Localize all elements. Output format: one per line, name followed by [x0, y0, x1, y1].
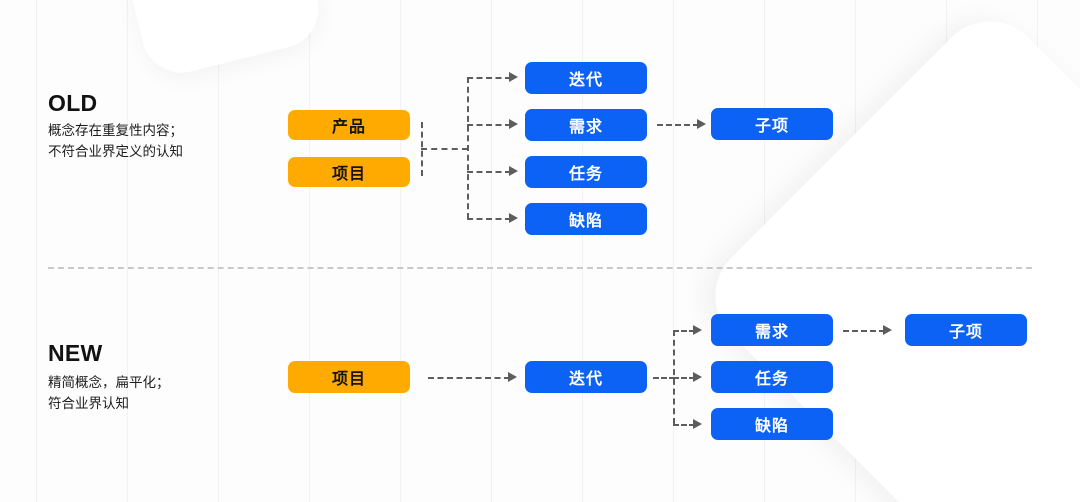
old-node-requirement[interactable]: 需求: [525, 109, 647, 141]
new-connector-iteration-stub: [653, 377, 675, 379]
old-connector-to-defect: [467, 218, 511, 220]
new-section-description: 精简概念，扁平化； 符合业界认知: [48, 375, 170, 411]
old-section-description: 概念存在重复性内容； 不符合业界定义的认知: [48, 123, 183, 159]
new-node-requirement[interactable]: 需求: [711, 314, 833, 346]
section-divider: [48, 267, 1032, 269]
new-arrowhead-to-defect: [693, 418, 702, 429]
old-arrowhead-to-task: [509, 165, 518, 176]
old-arrowhead-to-defect: [509, 212, 518, 223]
old-arrowhead-to-iteration: [509, 71, 518, 82]
new-connector-project-to-iteration: [428, 377, 510, 379]
new-node-iteration[interactable]: 迭代: [525, 361, 647, 393]
old-connector-to-requirement: [467, 124, 511, 126]
new-connector-to-requirement: [673, 330, 695, 332]
old-node-defect[interactable]: 缺陷: [525, 203, 647, 235]
old-node-iteration[interactable]: 迭代: [525, 62, 647, 94]
new-node-subitem[interactable]: 子项: [905, 314, 1027, 346]
old-connector-to-iteration: [467, 77, 511, 79]
old-node-project[interactable]: 项目: [288, 157, 410, 187]
new-node-project[interactable]: 项目: [288, 361, 410, 393]
new-section-heading: NEW: [48, 340, 103, 366]
old-node-product[interactable]: 产品: [288, 110, 410, 140]
old-section-heading: OLD: [48, 90, 98, 116]
new-arrowhead-to-requirement: [693, 324, 702, 335]
old-connector-requirement-to-subitem: [657, 124, 699, 126]
new-arrowhead-to-task: [693, 371, 702, 382]
old-connector-source-trunk: [421, 148, 468, 150]
old-connector-to-task: [467, 171, 511, 173]
decorative-rounded-shape: [108, 0, 328, 82]
old-node-subitem[interactable]: 子项: [711, 108, 833, 140]
new-arrowhead-to-subitem: [883, 324, 892, 335]
new-node-defect[interactable]: 缺陷: [711, 408, 833, 440]
old-node-task[interactable]: 任务: [525, 156, 647, 188]
old-arrowhead-to-requirement: [509, 118, 518, 129]
old-connector-main-trunk: [467, 77, 469, 219]
old-arrowhead-to-subitem: [697, 118, 706, 129]
new-connector-to-defect: [673, 424, 695, 426]
new-node-task[interactable]: 任务: [711, 361, 833, 393]
new-connector-to-task: [673, 377, 695, 379]
new-connector-requirement-to-subitem: [843, 330, 885, 332]
new-arrowhead-to-iteration: [508, 371, 517, 382]
